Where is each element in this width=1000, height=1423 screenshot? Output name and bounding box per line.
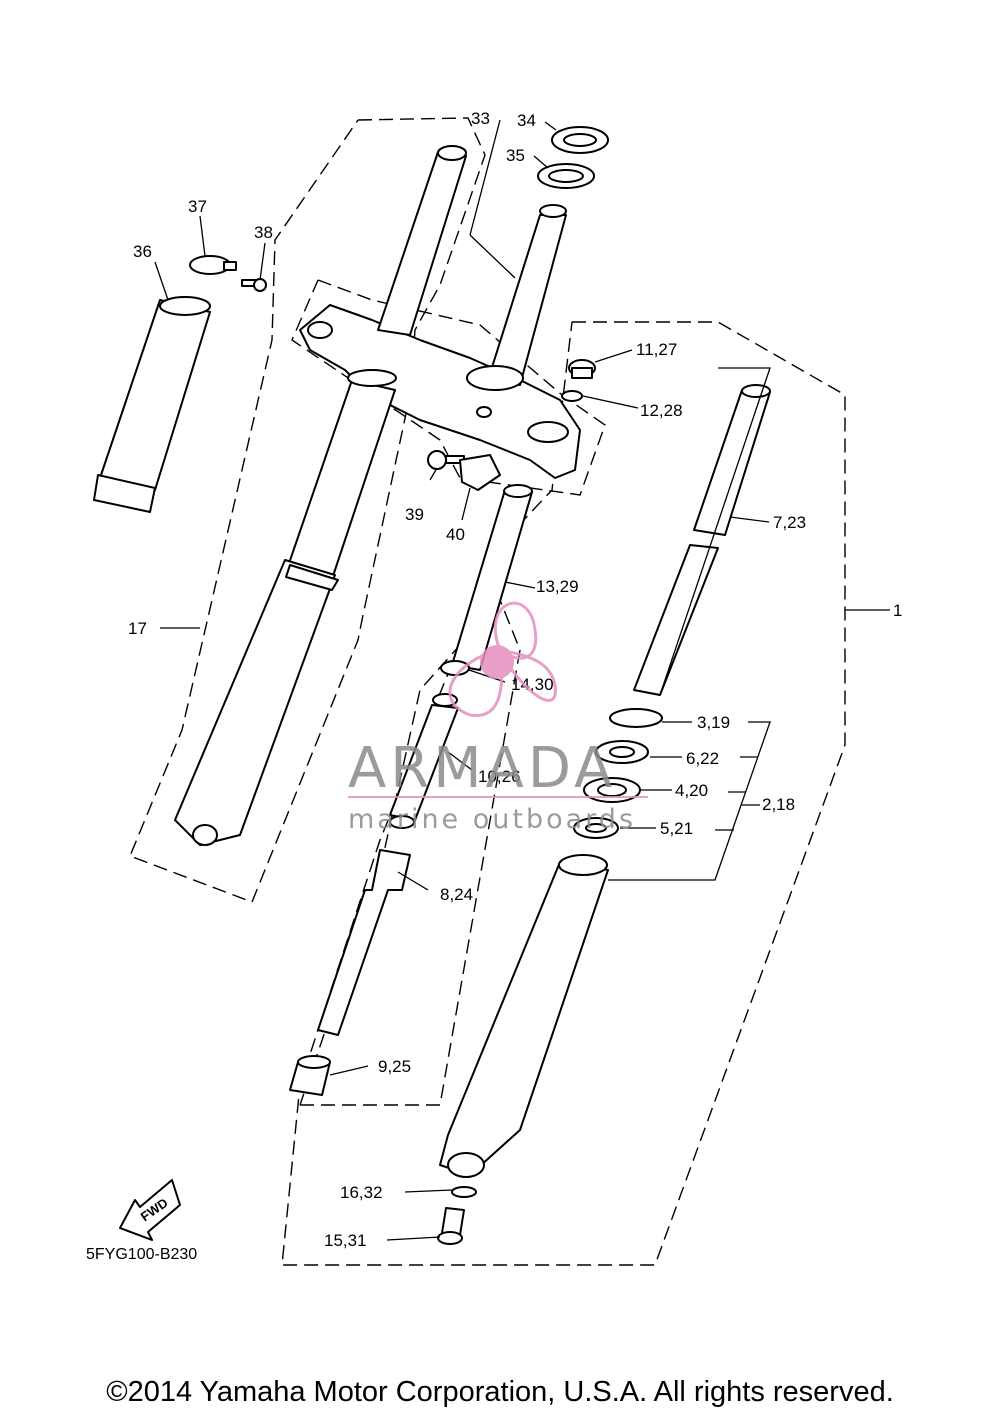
diagram-code: 5FYG100-B230 bbox=[86, 1246, 197, 1263]
callout-40: 40 bbox=[446, 525, 465, 544]
callout-11-27: 11,27 bbox=[636, 340, 677, 359]
part-17-fork-assembly bbox=[174, 369, 397, 846]
copyright-footer: ©2014 Yamaha Motor Corporation, U.S.A. A… bbox=[106, 1376, 894, 1408]
watermark-tagline: marine outboards bbox=[348, 804, 636, 835]
part-37-clamp bbox=[189, 255, 237, 275]
part-13-damper-tube bbox=[451, 484, 533, 671]
callout-36: 36 bbox=[133, 242, 152, 261]
part-34-bearing bbox=[551, 126, 609, 154]
part-2-outer-tube bbox=[439, 854, 609, 1178]
callout-3-19: 3,19 bbox=[697, 713, 730, 732]
part-40-holder bbox=[459, 454, 501, 491]
callout-10-26: 10,26 bbox=[478, 767, 521, 786]
callout-9-25: 9,25 bbox=[378, 1057, 411, 1076]
assembly-boundary-17 bbox=[129, 117, 486, 903]
part-38-screw bbox=[241, 278, 267, 292]
part-11-cap-bolt bbox=[568, 359, 596, 379]
callout-labels: 33 34 35 37 38 36 11,27 12,28 39 40 7,23… bbox=[86, 109, 902, 1263]
callout-13-29: 13,29 bbox=[536, 577, 579, 596]
part-9-oil-lock-piece bbox=[289, 1055, 331, 1096]
part-7-inner-tube bbox=[633, 384, 771, 696]
callout-4-20: 4,20 bbox=[675, 781, 708, 800]
callout-17: 17 bbox=[128, 619, 147, 638]
callout-15-31: 15,31 bbox=[324, 1231, 367, 1250]
callout-35: 35 bbox=[506, 146, 525, 165]
fwd-arrow-icon: FWD bbox=[119, 1179, 181, 1241]
watermark-brand: ARMADA bbox=[348, 736, 616, 801]
watermark: ARMADA marine outboards bbox=[348, 601, 648, 835]
leader-lines bbox=[154, 119, 890, 1241]
callout-7-23: 7,23 bbox=[773, 513, 806, 532]
propeller-logo-icon bbox=[448, 601, 557, 718]
callout-33: 33 bbox=[471, 109, 490, 128]
part-33-steering-bracket bbox=[299, 145, 581, 479]
part-8-damper-rod bbox=[317, 849, 411, 1036]
part-36-fork-boot bbox=[93, 296, 211, 513]
callout-37: 37 bbox=[188, 197, 207, 216]
callout-6-22: 6,22 bbox=[686, 749, 719, 768]
callout-5-21: 5,21 bbox=[660, 819, 693, 838]
part-6-washer bbox=[595, 740, 649, 764]
callout-38: 38 bbox=[254, 223, 273, 242]
part-5-bushing bbox=[573, 817, 619, 839]
callout-8-24: 8,24 bbox=[440, 885, 473, 904]
callout-39: 39 bbox=[405, 505, 424, 524]
part-15-bolt bbox=[437, 1207, 465, 1245]
part-39-bolt bbox=[427, 450, 465, 470]
part-16-gasket bbox=[451, 1186, 477, 1198]
part-12-o-ring bbox=[561, 390, 583, 402]
callout-2-18: 2,18 bbox=[762, 795, 795, 814]
callout-34: 34 bbox=[517, 111, 536, 130]
part-3-circlip bbox=[609, 708, 663, 728]
callout-1: 1 bbox=[893, 601, 902, 620]
callout-12-28: 12,28 bbox=[640, 401, 683, 420]
part-35-race bbox=[537, 163, 595, 189]
callout-16-32: 16,32 bbox=[340, 1183, 383, 1202]
